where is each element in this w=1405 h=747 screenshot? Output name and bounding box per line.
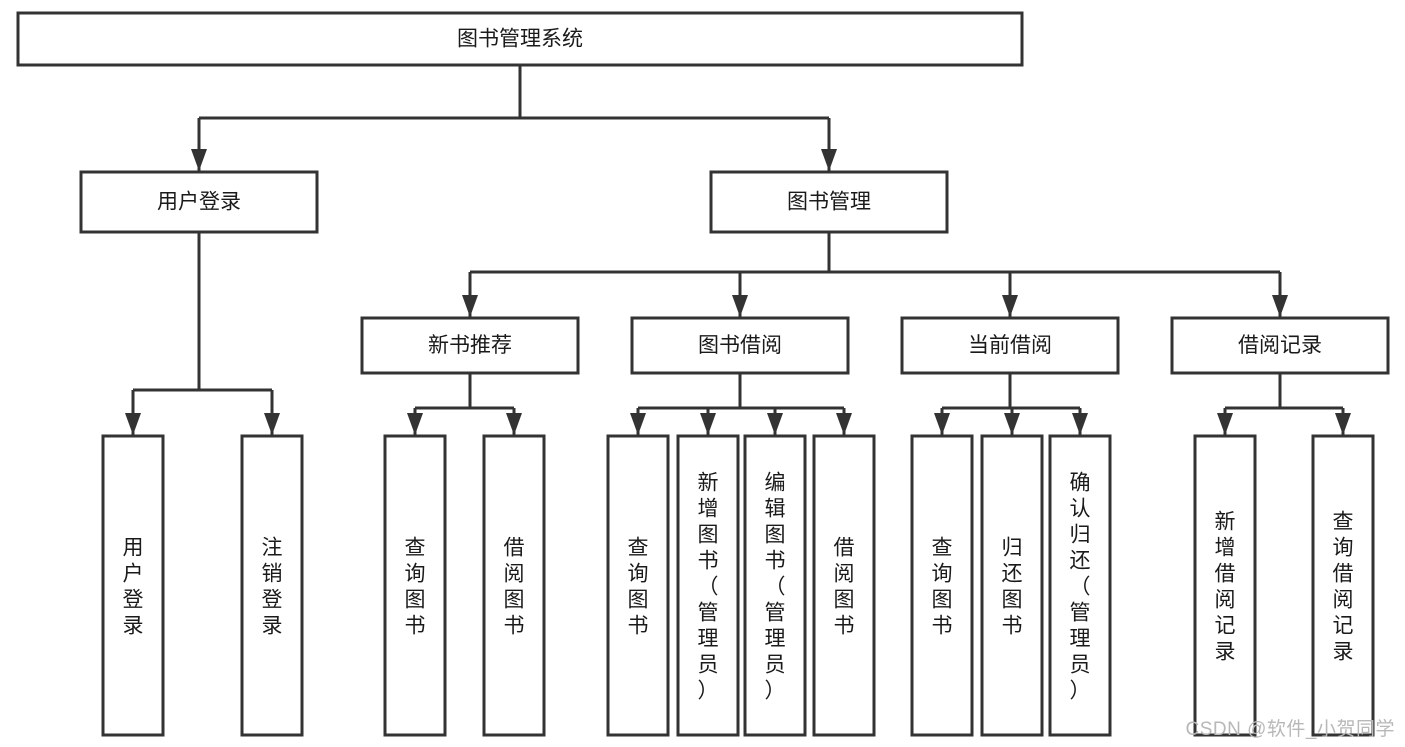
node-box-leaf-return-book	[980, 434, 1044, 737]
node-box-leaf-confirm-return	[1048, 434, 1112, 737]
node-label-leaf-logout: 注销登录	[262, 537, 283, 638]
node-label-leaf-return-book: 归还图书	[1002, 537, 1023, 638]
node-leaf-borrow-book-2[interactable]: 借阅图书	[812, 434, 876, 737]
arrow-head-icon	[821, 149, 837, 171]
node-leaf-logout[interactable]: 注销登录	[240, 434, 304, 737]
node-box-leaf-borrow-book-1	[482, 434, 546, 737]
arrow-head-icon	[191, 149, 207, 171]
node-label-new-book-rec: 新书推荐	[428, 334, 512, 357]
arrow-head-icon	[1272, 295, 1288, 317]
arrow-head-icon	[264, 413, 280, 435]
arrow-head-icon	[506, 413, 522, 435]
node-label-leaf-add-record: 新增借阅记录	[1215, 511, 1236, 664]
node-label-root: 图书管理系统	[457, 28, 583, 51]
node-box-leaf-add-book	[676, 434, 740, 737]
node-label-book-manage: 图书管理	[787, 191, 871, 214]
node-label-leaf-query-book-2: 查询图书	[628, 537, 649, 638]
arrow-head-icon	[767, 413, 783, 435]
node-leaf-user-login[interactable]: 用户登录	[101, 434, 165, 737]
arrow-head-icon	[700, 413, 716, 435]
node-label-user-login: 用户登录	[157, 191, 241, 214]
arrow-head-icon	[732, 295, 748, 317]
node-borrow-record[interactable]: 借阅记录	[1170, 316, 1390, 375]
node-new-book-rec[interactable]: 新书推荐	[360, 316, 580, 375]
node-label-book-borrow: 图书借阅	[698, 334, 782, 357]
arrow-head-icon	[836, 413, 852, 435]
node-box-new-book-rec	[360, 316, 580, 375]
arrow-head-icon	[462, 295, 478, 317]
node-label-leaf-query-record: 查询借阅记录	[1333, 511, 1354, 664]
node-label-leaf-query-book-1: 查询图书	[405, 537, 426, 638]
node-label-leaf-query-book-3: 查询图书	[932, 537, 953, 638]
node-box-leaf-add-record	[1193, 434, 1257, 737]
arrow-head-icon	[630, 413, 646, 435]
node-leaf-return-book[interactable]: 归还图书	[980, 434, 1044, 737]
node-box-leaf-query-book-2	[606, 434, 670, 737]
node-box-leaf-user-login	[101, 434, 165, 737]
node-box-root	[16, 11, 1024, 67]
arrow-head-icon	[934, 413, 950, 435]
node-box-leaf-logout	[240, 434, 304, 737]
node-box-leaf-query-book-3	[910, 434, 974, 737]
node-current-borrow[interactable]: 当前借阅	[900, 316, 1120, 375]
node-box-user-login	[79, 170, 319, 234]
node-leaf-query-record[interactable]: 查询借阅记录	[1311, 434, 1375, 737]
node-label-current-borrow: 当前借阅	[968, 334, 1052, 357]
node-label-leaf-edit-book: 编辑图书（管理员）	[765, 472, 786, 703]
node-leaf-query-book-2[interactable]: 查询图书	[606, 434, 670, 737]
node-label-borrow-record: 借阅记录	[1238, 334, 1322, 357]
node-box-book-manage	[709, 170, 949, 234]
arrow-head-icon	[1335, 413, 1351, 435]
node-box-current-borrow	[900, 316, 1120, 375]
node-box-leaf-query-record	[1311, 434, 1375, 737]
node-leaf-edit-book[interactable]: 编辑图书（管理员）	[743, 434, 807, 737]
node-label-leaf-user-login: 用户登录	[123, 537, 144, 638]
node-leaf-query-book-3[interactable]: 查询图书	[910, 434, 974, 737]
arrow-head-icon	[1217, 413, 1233, 435]
node-box-leaf-query-book-1	[383, 434, 447, 737]
node-box-book-borrow	[630, 316, 850, 375]
node-box-borrow-record	[1170, 316, 1390, 375]
node-box-leaf-borrow-book-2	[812, 434, 876, 737]
connector-group	[125, 65, 1351, 435]
node-leaf-query-book-1[interactable]: 查询图书	[383, 434, 447, 737]
node-label-leaf-confirm-return: 确认归还（管理员）	[1070, 472, 1091, 703]
node-label-leaf-borrow-book-1: 借阅图书	[504, 537, 525, 638]
node-leaf-borrow-book-1[interactable]: 借阅图书	[482, 434, 546, 737]
node-leaf-confirm-return[interactable]: 确认归还（管理员）	[1048, 434, 1112, 737]
node-book-borrow[interactable]: 图书借阅	[630, 316, 850, 375]
node-group: 图书管理系统用户登录图书管理新书推荐图书借阅当前借阅借阅记录用户登录注销登录查询…	[16, 11, 1390, 737]
arrow-head-icon	[125, 413, 141, 435]
node-user-login[interactable]: 用户登录	[79, 170, 319, 234]
arrow-head-icon	[1004, 413, 1020, 435]
node-label-leaf-borrow-book-2: 借阅图书	[834, 537, 855, 638]
node-book-manage[interactable]: 图书管理	[709, 170, 949, 234]
node-label-leaf-add-book: 新增图书（管理员）	[698, 472, 719, 703]
arrow-head-icon	[1002, 295, 1018, 317]
node-box-leaf-edit-book	[743, 434, 807, 737]
arrow-head-icon	[1072, 413, 1088, 435]
node-leaf-add-record[interactable]: 新增借阅记录	[1193, 434, 1257, 737]
arrow-head-icon	[407, 413, 423, 435]
node-leaf-add-book[interactable]: 新增图书（管理员）	[676, 434, 740, 737]
node-root[interactable]: 图书管理系统	[16, 11, 1024, 67]
